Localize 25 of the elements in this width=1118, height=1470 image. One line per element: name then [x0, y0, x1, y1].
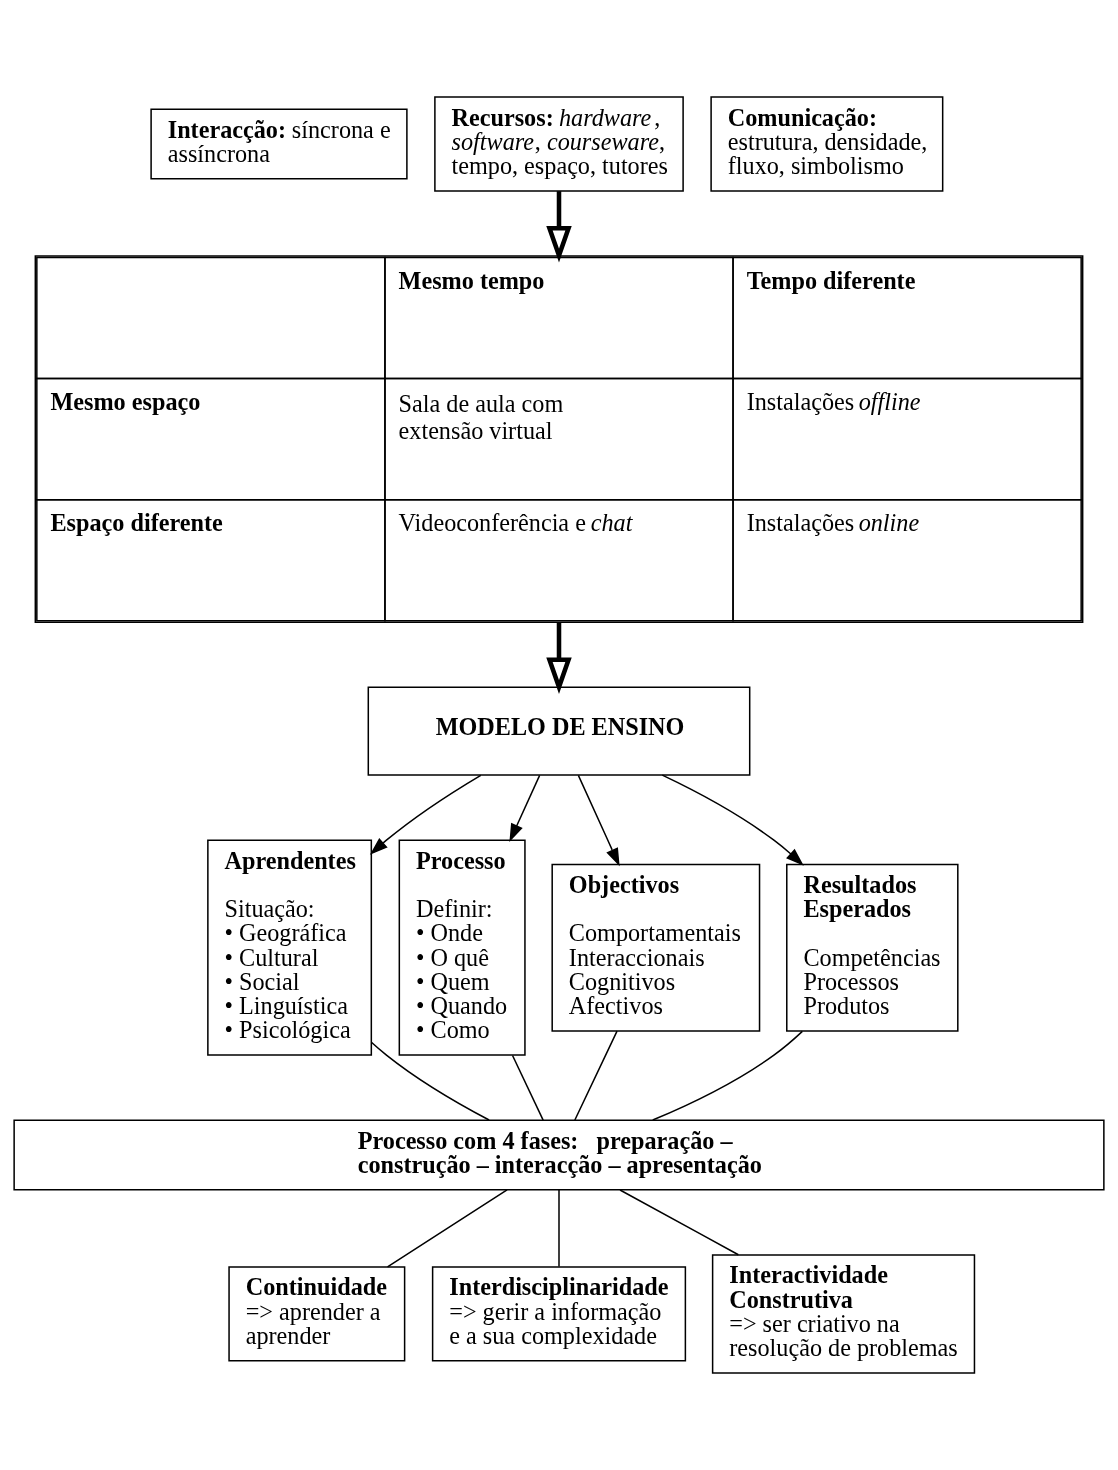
node-box: Resultados Esperados Competências Processos Produtos: [786, 863, 959, 1032]
node-box: Objectivos Comportamentais Interaccionais Cognitivos Afectivos: [551, 863, 761, 1032]
node-box: Interdisciplinaridade => gerir a informação e a sua complexidade: [431, 1266, 687, 1362]
node-box: Interactividade Construtiva => ser criativo na resolução de problemas: [711, 1254, 976, 1374]
connector: [386, 1189, 508, 1268]
arrow: [369, 774, 482, 855]
arrow: [509, 774, 541, 842]
arrow: [546, 191, 572, 263]
arrow: [546, 622, 572, 694]
arrow: [577, 774, 620, 867]
connector: [574, 1030, 618, 1121]
node-box: Processo Definir: • Onde • O quê • Quem • Quando • Como: [398, 839, 526, 1056]
connector: [370, 1041, 490, 1121]
node-box: Interacção: síncrona e assíncrona: [150, 108, 408, 180]
node-box: Recursos: hardware, software, courseware, tempo, espaço, tutores: [434, 96, 684, 192]
connector: [558, 1189, 560, 1268]
connector: [511, 1054, 544, 1121]
node-box: Continuidade => aprender a aprender: [228, 1266, 406, 1362]
connector: [619, 1189, 740, 1256]
node-box: MODELO DE ENSINO: [367, 686, 751, 776]
node-box: Comunicação: estrutura, densidade, fluxo, simbolismo: [710, 96, 944, 192]
connector: [652, 1030, 804, 1121]
node-box: Aprendentes Situação: • Geográfica • Cultural • Social • Linguística • Psicológica: [207, 839, 373, 1056]
arrow: [661, 774, 804, 866]
node-box: Processo com 4 fases: preparação – construção – interacção – apresentação: [13, 1119, 1105, 1191]
